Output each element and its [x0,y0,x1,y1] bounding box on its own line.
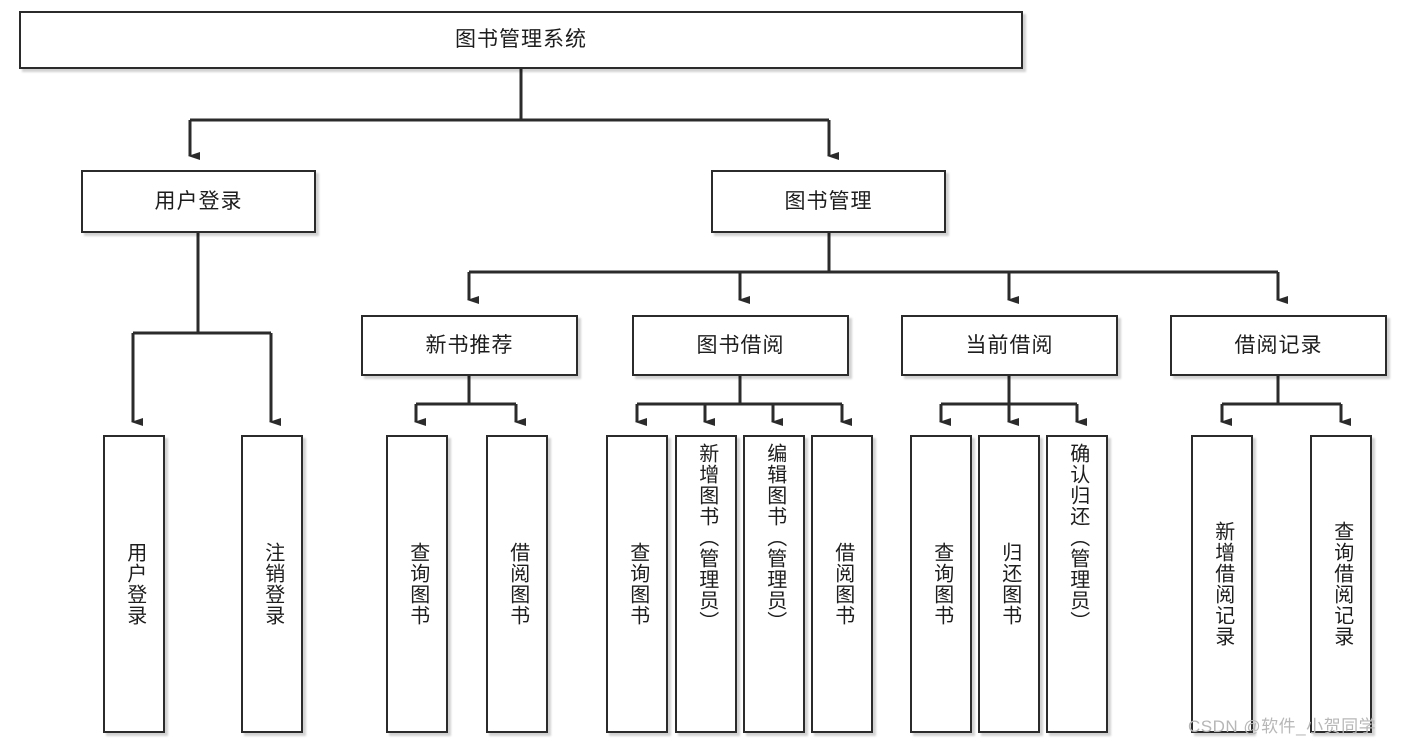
node-leaf-borrow-book-2[interactable]: 借阅图书 [811,435,873,733]
node-book-management-system[interactable]: 图书管理系统 [19,11,1023,69]
node-leaf-borrow-book-1[interactable]: 借阅图书 [486,435,548,733]
node-label: 查询借阅记录 [1330,521,1353,647]
node-label: 借阅图书 [831,542,854,626]
node-leaf-query-book-1[interactable]: 查询图书 [386,435,448,733]
node-leaf-return-book[interactable]: 归还图书 [978,435,1040,733]
node-label: 编辑图书（管理员） [763,443,786,632]
node-leaf-logout-login[interactable]: 注销登录 [241,435,303,733]
node-user-login[interactable]: 用户登录 [81,170,316,233]
node-label: 用户登录 [154,189,243,213]
node-label: 新书推荐 [425,333,514,357]
node-label: 新增图书（管理员） [695,443,718,632]
node-label: 注销登录 [261,542,284,626]
node-leaf-query-book-2[interactable]: 查询图书 [606,435,668,733]
node-label: 查询图书 [406,542,429,626]
node-label: 新增借阅记录 [1211,521,1234,647]
node-leaf-add-borrow-record[interactable]: 新增借阅记录 [1191,435,1253,733]
node-label: 确认归还（管理员） [1066,443,1089,632]
node-leaf-edit-book[interactable]: 编辑图书（管理员） [743,435,805,733]
node-leaf-query-borrow-record[interactable]: 查询借阅记录 [1310,435,1372,733]
node-label: 当前借阅 [965,333,1054,357]
node-leaf-confirm-return[interactable]: 确认归还（管理员） [1046,435,1108,733]
node-label: 归还图书 [998,542,1021,626]
node-leaf-user-login[interactable]: 用户登录 [103,435,165,733]
node-book-management[interactable]: 图书管理 [711,170,946,233]
csdn-watermark: CSDN @软件_小贺同学 [1188,717,1377,736]
node-label: 查询图书 [626,542,649,626]
node-label: 查询图书 [930,542,953,626]
node-leaf-query-book-3[interactable]: 查询图书 [910,435,972,733]
node-new-book-recommend[interactable]: 新书推荐 [361,315,578,376]
node-label: 图书管理 [784,189,873,213]
node-label: 借阅图书 [506,542,529,626]
node-current-borrow[interactable]: 当前借阅 [901,315,1118,376]
node-leaf-add-book[interactable]: 新增图书（管理员） [675,435,737,733]
node-borrow-record[interactable]: 借阅记录 [1170,315,1387,376]
node-label: 借阅记录 [1234,333,1323,357]
node-label: 图书借阅 [696,333,785,357]
node-book-borrow[interactable]: 图书借阅 [632,315,849,376]
node-label: 图书管理系统 [455,28,587,52]
node-label: 用户登录 [123,542,146,626]
